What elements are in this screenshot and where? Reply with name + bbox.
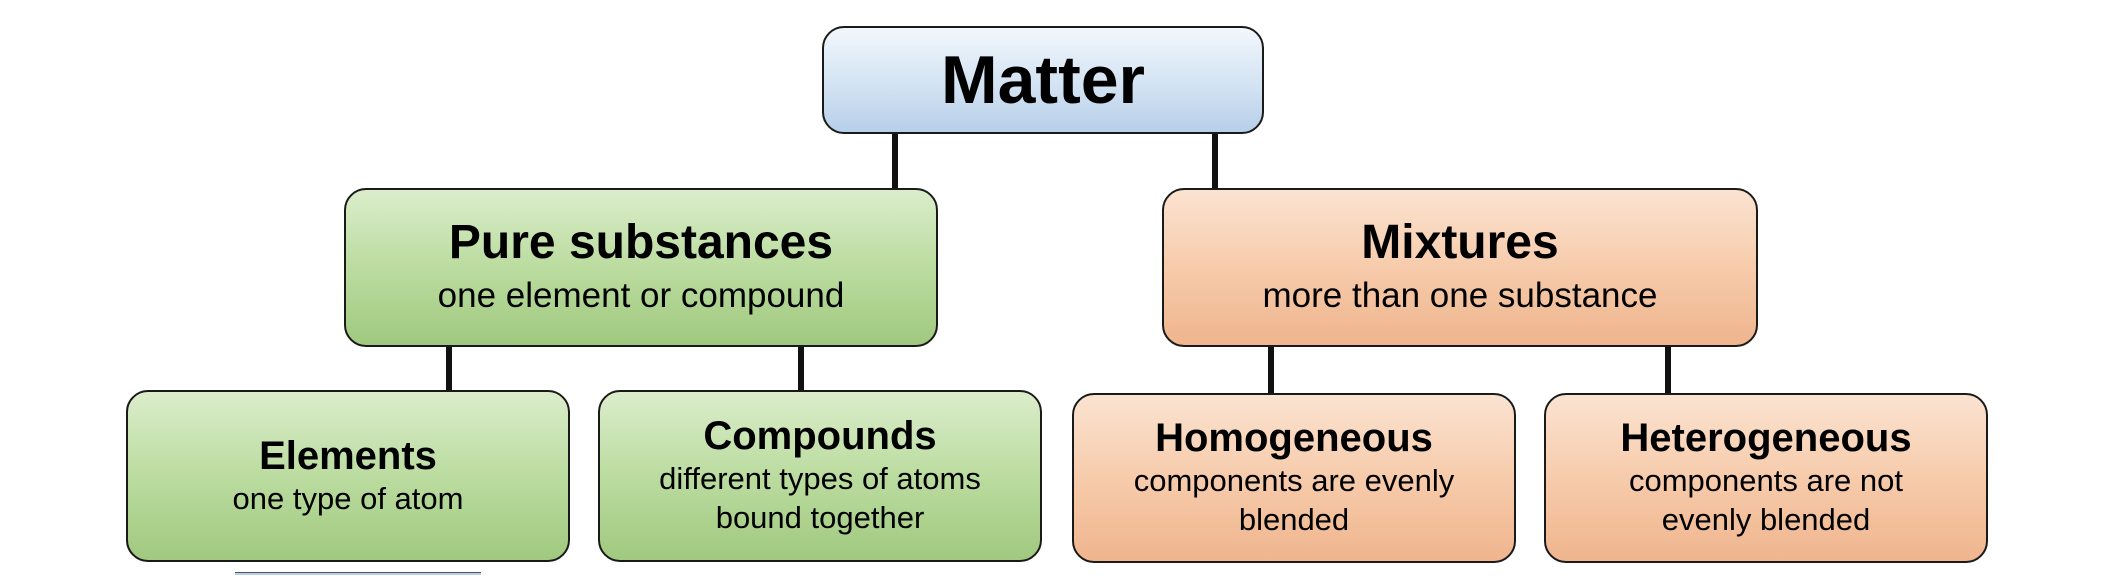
node-heterogeneous: Heterogeneous components are not evenly … [1544,393,1988,563]
node-compounds-desc: different types of atoms bound together [659,461,981,535]
connector-matter-pure [892,132,898,188]
node-pure-substances-title: Pure substances [448,216,834,270]
node-compounds-title: Compounds [703,414,937,459]
connector-mixtures-heterogeneous [1665,345,1671,395]
node-pure-substances-desc: one element or compound [437,276,845,316]
node-matter-title: Matter [940,41,1146,118]
node-compounds: Compounds different types of atoms bound… [598,390,1042,562]
connector-pure-compounds [798,345,804,392]
node-mixtures: Mixtures more than one substance [1162,188,1758,347]
connector-matter-mixtures [1212,132,1218,188]
node-homogeneous-title: Homogeneous [1155,416,1433,461]
node-homogeneous-desc: components are evenly blended [1133,463,1455,537]
node-homogeneous: Homogeneous components are evenly blende… [1072,393,1516,563]
node-elements: Elements one type of atom [126,390,570,562]
connector-pure-elements [446,345,452,392]
connector-mixtures-homogeneous [1268,345,1274,395]
node-heterogeneous-desc: components are not evenly blended [1628,463,1903,537]
node-mixtures-desc: more than one substance [1262,276,1658,316]
node-heterogeneous-title: Heterogeneous [1620,416,1912,461]
node-pure-substances: Pure substances one element or compound [344,188,938,347]
partial-box-edge [235,572,481,575]
node-elements-title: Elements [259,433,437,478]
node-elements-desc: one type of atom [232,480,464,516]
node-matter: Matter [822,26,1264,134]
node-mixtures-title: Mixtures [1361,216,1559,270]
